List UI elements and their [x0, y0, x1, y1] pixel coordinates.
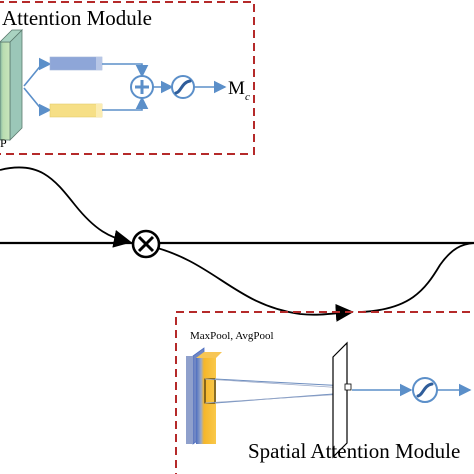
- channel-output-subscript: c: [245, 91, 250, 103]
- channel-module-dashed-border: [0, 1, 255, 155]
- spatial-attention-module: MaxPool, AvgPool Spatial Attentio: [175, 311, 474, 474]
- pooled-vector-blue: [49, 56, 103, 71]
- main-flow: [0, 166, 474, 322]
- branch-arrow-upper: [23, 57, 52, 87]
- spatial-pool-label: MaxPool, AvgPool: [190, 330, 274, 342]
- projection-lines: [204, 378, 348, 404]
- skip-curve-to-multiply: [0, 166, 132, 248]
- channel-module-title: Attention Module: [2, 6, 152, 30]
- channel-attention-module: Attention Module P: [0, 1, 255, 155]
- channel-input-label: P: [0, 136, 7, 150]
- return-curve-right: [359, 242, 474, 313]
- skip-curve-to-spatial: [149, 245, 354, 322]
- spatial-sigmoid-circle-icon: [412, 377, 438, 403]
- pooled-vector-yellow: [49, 103, 103, 118]
- merge-line-lower: [102, 96, 149, 111]
- branch-arrow-lower: [23, 87, 52, 117]
- spatial-module-title: Spatial Attention Module: [248, 439, 460, 463]
- plus-circle-icon: [130, 75, 154, 99]
- multiply-circle-icon: [131, 229, 161, 259]
- merge-line-upper: [102, 63, 149, 78]
- sigmoid-circle-icon: [171, 75, 195, 99]
- channel-input-feature-map: [0, 29, 23, 141]
- spatial-conv-map: [332, 341, 352, 459]
- channel-output-label: M: [228, 78, 245, 99]
- spatial-input-feature-map: [186, 347, 222, 445]
